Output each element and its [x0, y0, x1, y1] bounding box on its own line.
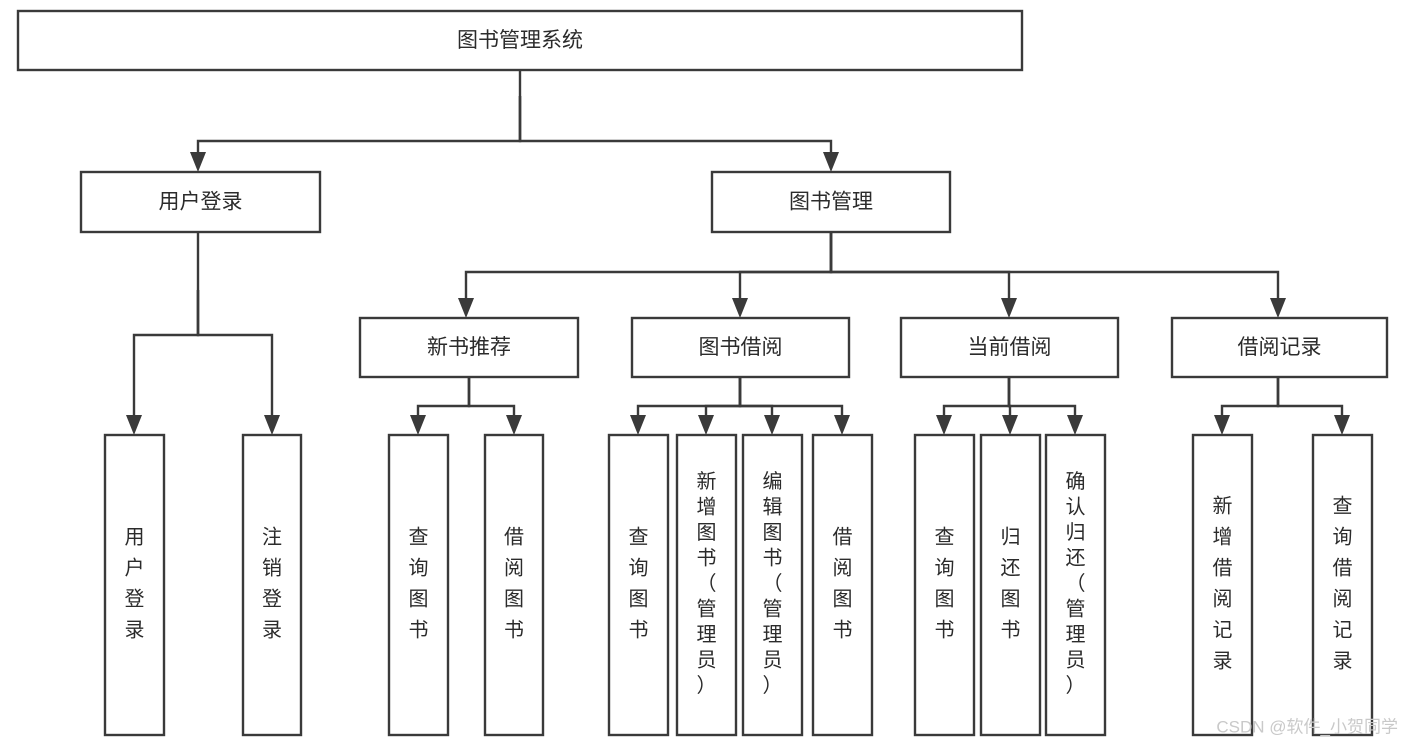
- arrow-head: [1214, 415, 1230, 435]
- node-label: 编辑图书（管理员）: [763, 470, 783, 697]
- node-label: 确认归还（管理员）: [1066, 470, 1086, 697]
- node-user-login[interactable]: 用户登录: [79, 170, 322, 234]
- node-rect: [913, 433, 976, 737]
- arrow-head: [190, 152, 206, 172]
- node-leaf-query-record[interactable]: 查询借阅记录: [1311, 433, 1374, 737]
- node-label: 查询借阅记录: [1333, 495, 1353, 673]
- arrow-head: [264, 415, 280, 435]
- node-rect: [675, 433, 738, 737]
- node-rect: [103, 433, 166, 737]
- node-rect: [630, 316, 851, 379]
- node-layer: 图书管理系统用户登录图书管理新书推荐图书借阅当前借阅借阅记录用户登录注销登录查询…: [16, 9, 1389, 737]
- node-root-undefined[interactable]: 图书管理系统: [16, 9, 1024, 72]
- node-leaf-borrow-book-rec[interactable]: 借阅图书: [483, 433, 545, 737]
- node-rect: [710, 170, 952, 234]
- node-leaf-add-record[interactable]: 新增借阅记录: [1191, 433, 1254, 737]
- arrow-head: [764, 415, 780, 435]
- node-label: 借阅图书: [504, 526, 524, 642]
- node-label: 借阅记录: [1238, 336, 1322, 359]
- node-rect: [358, 316, 580, 379]
- arrow-head: [698, 415, 714, 435]
- arrow-head: [834, 415, 850, 435]
- node-label: 查询图书: [935, 526, 955, 642]
- node-rect: [979, 433, 1042, 737]
- node-leaf-query-book-c[interactable]: 查询图书: [913, 433, 976, 737]
- node-label: 查询图书: [409, 526, 429, 642]
- arrow-head: [506, 415, 522, 435]
- node-rect: [387, 433, 450, 737]
- node-leaf-return-book[interactable]: 归还图书: [979, 433, 1042, 737]
- node-label: 图书管理: [789, 191, 873, 214]
- node-rect: [16, 9, 1024, 72]
- node-label: 图书管理系统: [457, 29, 583, 52]
- connector-root-to-user-login: [190, 96, 522, 172]
- connector-book-manage-to-borrow-record: [829, 227, 1286, 318]
- arrow-head: [732, 298, 748, 318]
- node-leaf-edit-book[interactable]: 编辑图书（管理员）: [741, 433, 804, 737]
- connector-user-login-to-leaf-user-login: [126, 290, 200, 435]
- arrow-head: [936, 415, 952, 435]
- node-rect: [241, 433, 303, 737]
- node-rect: [1044, 433, 1107, 737]
- node-current-borrow[interactable]: 当前借阅: [899, 316, 1120, 379]
- connector-user-login-to-leaf-user-logout: [196, 290, 280, 435]
- connector-root-to-book-manage: [518, 96, 839, 172]
- arrow-head: [458, 298, 474, 318]
- node-leaf-confirm-return[interactable]: 确认归还（管理员）: [1044, 433, 1107, 737]
- node-leaf-add-book[interactable]: 新增图书（管理员）: [675, 433, 738, 737]
- node-rect: [899, 316, 1120, 379]
- arrow-head: [1002, 415, 1018, 435]
- node-rect: [811, 433, 874, 737]
- arrow-head: [823, 152, 839, 172]
- node-label: 新增借阅记录: [1213, 495, 1233, 673]
- node-leaf-user-logout[interactable]: 注销登录: [241, 433, 303, 737]
- node-leaf-query-book-b[interactable]: 查询图书: [607, 433, 670, 737]
- arrow-head: [410, 415, 426, 435]
- watermark-label: CSDN @软件_小贺同学: [1216, 717, 1398, 736]
- node-label: 查询图书: [629, 526, 649, 642]
- node-label: 借阅图书: [833, 526, 853, 642]
- node-rect: [483, 433, 545, 737]
- node-book-manage[interactable]: 图书管理: [710, 170, 952, 234]
- node-label: 当前借阅: [968, 336, 1052, 359]
- node-rect: [741, 433, 804, 737]
- node-label: 归还图书: [1001, 526, 1021, 642]
- node-label: 用户登录: [125, 527, 145, 642]
- arrow-head: [1270, 298, 1286, 318]
- node-label: 新书推荐: [427, 336, 511, 359]
- arrow-head: [1067, 415, 1083, 435]
- node-leaf-user-login[interactable]: 用户登录: [103, 433, 166, 737]
- arrow-head: [1001, 298, 1017, 318]
- arrow-head: [1334, 415, 1350, 435]
- node-borrow-record[interactable]: 借阅记录: [1170, 316, 1389, 379]
- node-rect: [607, 433, 670, 737]
- node-rect: [1311, 433, 1374, 737]
- node-new-book-rec[interactable]: 新书推荐: [358, 316, 580, 379]
- node-rect: [1170, 316, 1389, 379]
- node-label: 图书借阅: [699, 336, 783, 359]
- node-leaf-borrow-book-b[interactable]: 借阅图书: [811, 433, 874, 737]
- edge-layer: [126, 70, 1350, 435]
- arrow-head: [126, 415, 142, 435]
- arrow-head: [630, 415, 646, 435]
- connector-book-manage-to-book-borrow: [732, 227, 833, 318]
- node-leaf-query-book-rec[interactable]: 查询图书: [387, 433, 450, 737]
- node-label: 新增图书（管理员）: [697, 470, 717, 697]
- node-rect: [1191, 433, 1254, 737]
- node-book-borrow[interactable]: 图书借阅: [630, 316, 851, 379]
- node-label: 注销登录: [262, 526, 282, 642]
- node-rect: [79, 170, 322, 234]
- node-label: 用户登录: [159, 191, 243, 214]
